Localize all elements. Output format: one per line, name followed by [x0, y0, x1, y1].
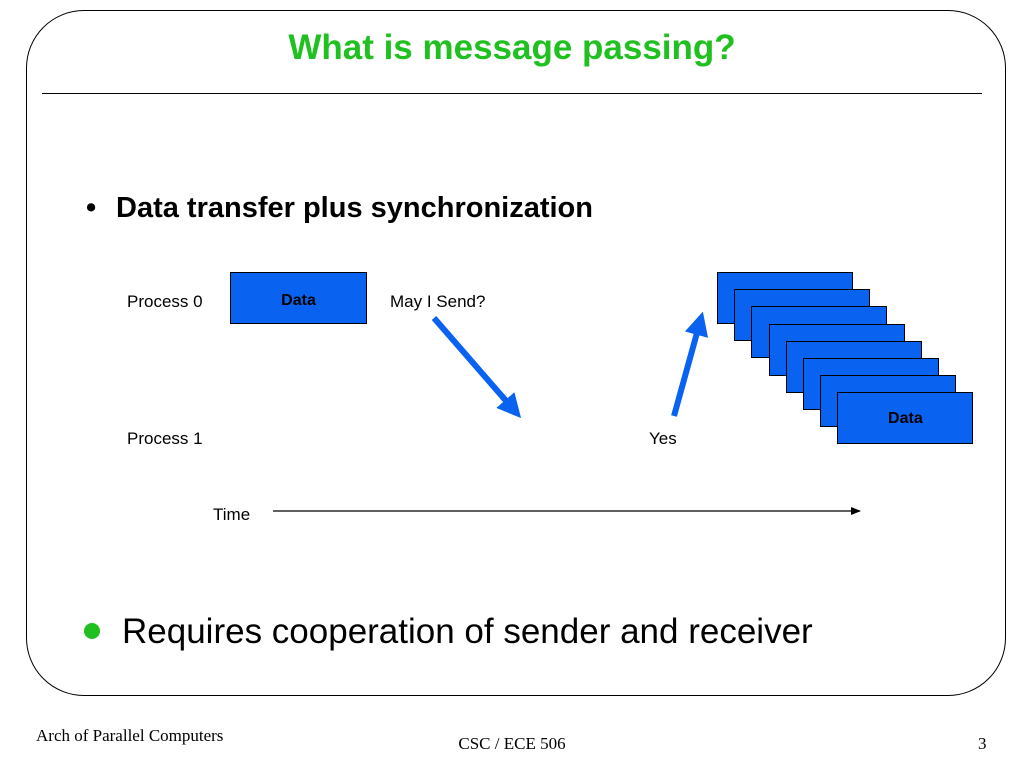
footer-course-title: Arch of Parallel Computers [36, 726, 224, 745]
bullet-item-2: Requires cooperation of sender and recei… [84, 612, 813, 652]
bullet-dot-green-icon [84, 622, 100, 639]
slide-frame [26, 10, 1006, 696]
request-arrow [431, 316, 522, 419]
reply-arrow [671, 311, 709, 417]
bullet-text-1: Data transfer plus synchronization [116, 192, 593, 224]
footer-course-code: CSC / ECE 506 [458, 734, 566, 753]
bullet-text-2: Requires cooperation of sender and recei… [122, 612, 813, 651]
time-label: Time [213, 505, 251, 524]
slide-title: What is message passing? [288, 28, 736, 67]
stacked-data-box [837, 392, 974, 445]
sender-data-text: Data [281, 292, 316, 309]
bullet-dot-icon: • [86, 192, 97, 224]
process0-label: Process 0 [127, 292, 203, 311]
request-label: May I Send? [390, 292, 486, 311]
reply-label: Yes [649, 429, 677, 448]
title-divider [42, 93, 982, 94]
process1-label: Process 1 [127, 429, 203, 448]
sender-data-box [230, 272, 367, 324]
page-number: 3 [978, 734, 987, 753]
bullet-item-1: • Data transfer plus synchronization [86, 192, 593, 225]
stack-data-text: Data [888, 410, 923, 428]
